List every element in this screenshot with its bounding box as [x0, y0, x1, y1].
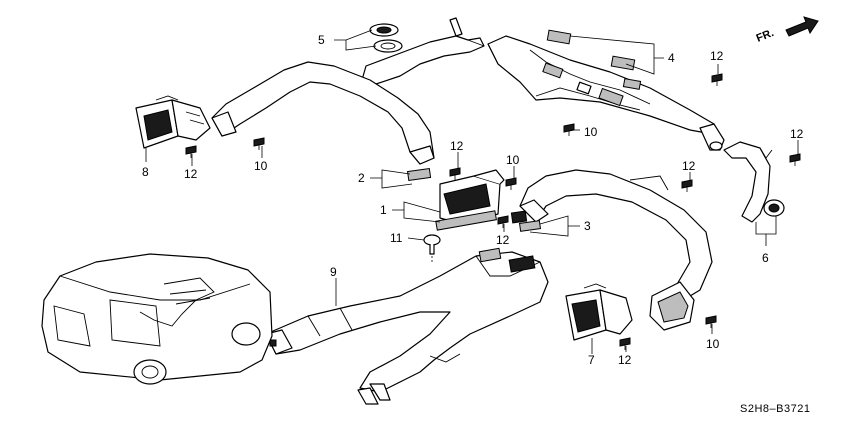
- part-7-lower-vent: [565, 283, 633, 341]
- callout-1: 1: [380, 203, 387, 217]
- callout-6: 6: [762, 251, 769, 265]
- screw-12-far-right: [789, 153, 801, 166]
- callout-12-top-right: 12: [710, 49, 724, 63]
- part-11-clip: [423, 234, 441, 264]
- screw-10-mid: [505, 177, 517, 190]
- callout-2: 2: [358, 171, 365, 185]
- screw-12-left: [185, 145, 197, 158]
- callout-12-mid-right: 12: [682, 159, 696, 173]
- callout-9: 9: [330, 265, 337, 279]
- vehicle-outline: [41, 253, 273, 385]
- part-1-center-vent: [435, 169, 505, 231]
- screw-10-lower: [705, 315, 717, 328]
- part-3-front-duct: [510, 169, 713, 331]
- callout-12-far-right: 12: [790, 127, 804, 141]
- diagram-code: S2H8–B3721: [740, 403, 810, 415]
- callout-8: 8: [142, 165, 149, 179]
- fasteners: [185, 73, 801, 350]
- callout-10-mid: 10: [506, 153, 520, 167]
- callout-10-left: 10: [254, 159, 268, 173]
- callout-11: 11: [390, 231, 403, 245]
- callout-10-lower: 10: [706, 337, 720, 351]
- callout-5: 5: [318, 33, 325, 47]
- leader-lines: [145, 29, 799, 354]
- screw-12-mid: [449, 167, 461, 180]
- part-8-side-vent: [135, 95, 211, 149]
- callout-7: 7: [588, 353, 595, 367]
- part-2-rear-duct: [211, 61, 435, 182]
- screw-12-center-small: [497, 215, 509, 228]
- callout-labels: 5 4 12 12 8 12 10 10 12 2 10 12 1 12 3 1…: [142, 33, 804, 367]
- part-5-duct-upper: [361, 17, 485, 85]
- callout-12-center-small: 12: [496, 233, 510, 247]
- callout-12-mid: 12: [450, 139, 464, 153]
- front-direction-label: FR.: [755, 27, 776, 45]
- part-4-center-duct: [487, 29, 725, 151]
- front-direction-indicator: FR.: [755, 16, 819, 45]
- screw-10-left: [253, 137, 265, 150]
- screw-12-mid-right: [681, 179, 693, 192]
- callout-12-lower: 12: [618, 353, 632, 367]
- screw-12-lower: [619, 337, 631, 350]
- screw-12-top-right: [711, 73, 723, 86]
- callout-10-center: 10: [584, 125, 598, 139]
- callout-12-left: 12: [184, 167, 198, 181]
- part-6-side-duct: [723, 141, 785, 223]
- front-arrow-icon: [785, 16, 819, 37]
- callout-3: 3: [584, 219, 591, 233]
- callout-4: 4: [668, 51, 675, 65]
- part-9-floor-duct: [265, 247, 549, 405]
